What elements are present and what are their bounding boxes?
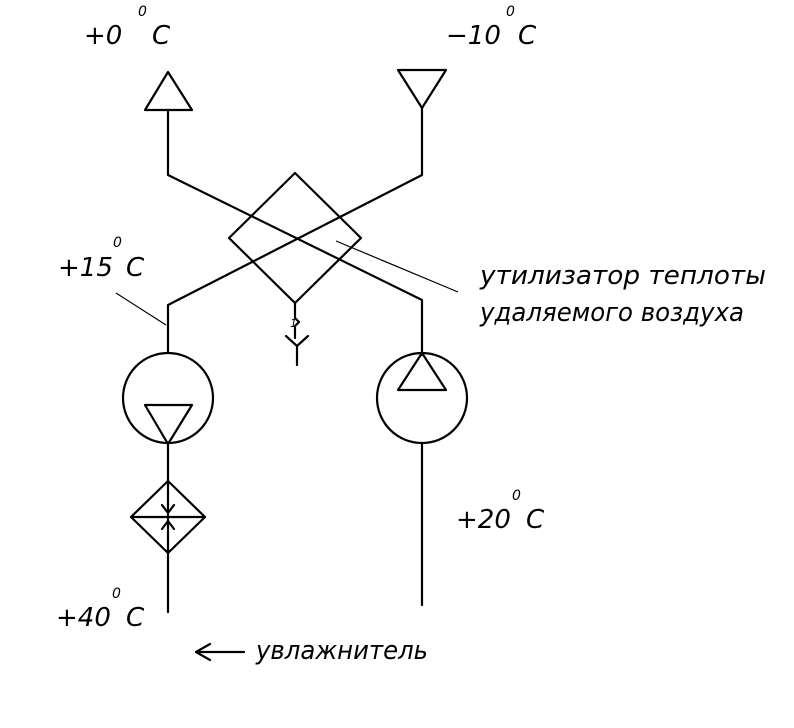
svg-text:C: C xyxy=(518,21,537,51)
supply-fan xyxy=(121,351,215,445)
supply-air-duct xyxy=(166,106,424,354)
svg-text:C: C xyxy=(526,505,545,535)
svg-text:0: 0 xyxy=(112,586,121,602)
drain-trap-icon xyxy=(284,334,310,367)
extract-fan-arrow-icon xyxy=(396,351,448,392)
svg-text:0: 0 xyxy=(138,4,147,20)
svg-text:−10: −10 xyxy=(446,21,501,51)
supply-fan-arrow-icon xyxy=(143,403,194,446)
condensate-drain xyxy=(293,301,301,340)
svg-text:C: C xyxy=(126,603,145,633)
supply-temp-label: +40 0 C xyxy=(56,586,145,633)
outdoor-in-temp-label: −10 0 C xyxy=(446,4,537,51)
extract-temp-label: +20 0 C xyxy=(456,488,545,535)
after-recovery-leader xyxy=(115,292,167,326)
svg-text:+15: +15 xyxy=(58,253,113,283)
heat-recovery-label-line2: удаляемого воздуха xyxy=(479,298,744,328)
exhaust-out-temp-label: +0 0 C xyxy=(84,4,171,51)
svg-text:C: C xyxy=(126,253,145,283)
svg-text:+0: +0 xyxy=(84,21,122,51)
drain-mark-label: 1 xyxy=(290,317,297,330)
humidifier-pointer-arrow-icon xyxy=(194,642,246,662)
svg-text:+40: +40 xyxy=(56,603,111,633)
svg-text:+20: +20 xyxy=(456,505,511,535)
heat-recovery-leader xyxy=(335,240,459,293)
exhaust-outlet-arrow-icon xyxy=(143,70,194,112)
extract-fan xyxy=(375,351,469,445)
svg-text:0: 0 xyxy=(113,235,122,251)
svg-text:C: C xyxy=(152,21,171,51)
after-recovery-temp-label: +15 0 C xyxy=(58,235,145,283)
outdoor-intake-arrow-icon xyxy=(396,68,448,110)
heat-recovery-label-line1: утилизатор теплоты xyxy=(479,261,766,291)
exhaust-air-duct xyxy=(166,108,424,357)
svg-text:0: 0 xyxy=(512,488,521,504)
humidifier-nozzle-icon xyxy=(160,479,176,555)
humidifier-label: увлажнитель xyxy=(255,636,428,666)
svg-text:0: 0 xyxy=(506,4,515,20)
